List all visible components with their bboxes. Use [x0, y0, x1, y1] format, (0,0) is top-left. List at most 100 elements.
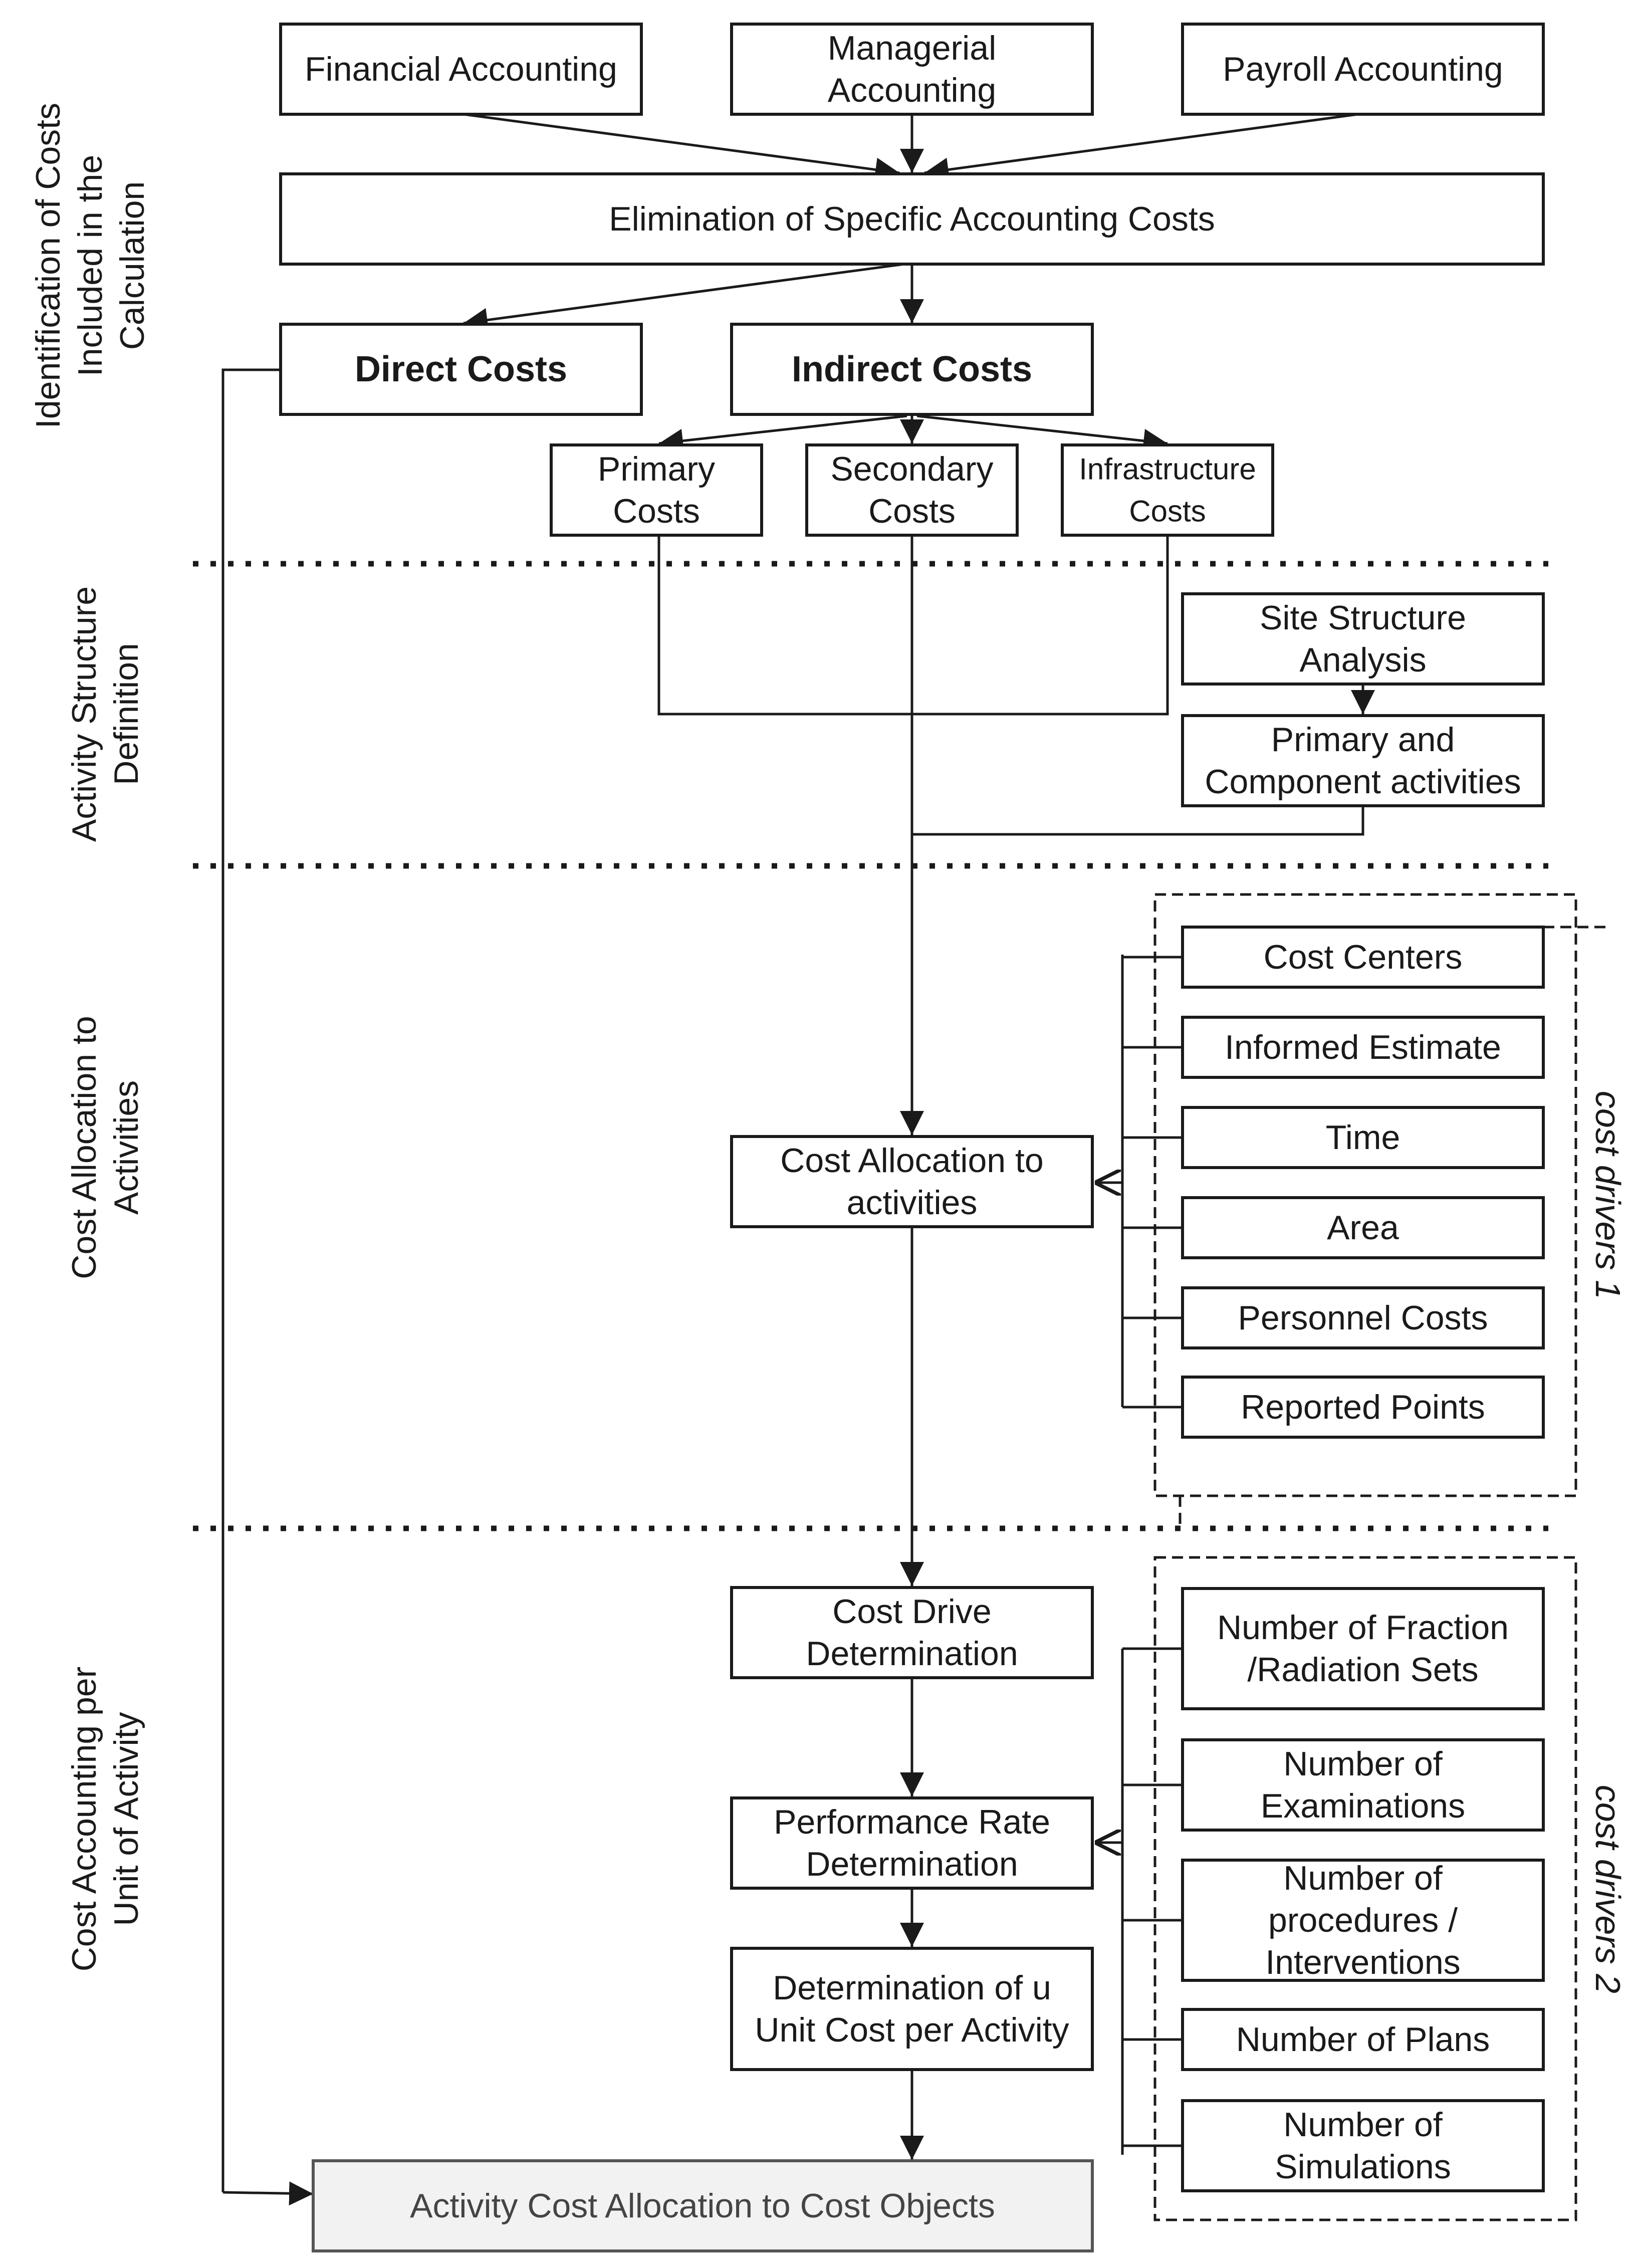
cost-driver-1-label: Informed Estimate	[1225, 1028, 1501, 1066]
text-line: Direct Costs	[355, 349, 567, 389]
text-line: Costs	[1129, 495, 1206, 528]
cost-driver-1-box	[1181, 926, 1545, 989]
secondary-costs-box	[805, 443, 1019, 537]
financial-accounting-box	[279, 23, 643, 116]
text-line: Determination	[806, 1635, 1018, 1673]
phase-label-line: Identification of Costs	[29, 103, 67, 428]
text-line: Secondary	[830, 450, 993, 488]
text-line: Activity Cost Allocation to Cost Objects	[410, 2187, 995, 2225]
text-line: Number of	[1283, 2106, 1443, 2144]
primary-component-box	[1181, 714, 1545, 807]
final-allocation-label: Activity Cost Allocation to Cost Objects	[410, 2187, 995, 2225]
text-line: procedures /	[1268, 1901, 1458, 1939]
text-line: Number of Fraction	[1217, 1609, 1509, 1647]
cost-drivers-2-list: Number of Fraction/Radiation SetsNumber …	[1122, 1587, 1545, 2192]
cost-drivers-2-group	[1153, 1556, 1577, 2221]
cost-driver-1-label: Personnel Costs	[1238, 1299, 1488, 1337]
text-line: Performance Rate	[774, 1803, 1050, 1841]
cost-driver-1-box	[1181, 1376, 1545, 1439]
connector-payroll	[924, 113, 1358, 182]
cost-driver-1-label: Reported Points	[1241, 1388, 1485, 1426]
text-line: Cost Centers	[1264, 938, 1463, 976]
text-line: Time	[1326, 1118, 1401, 1157]
elimination-label: Elimination of Specific Accounting Costs	[609, 200, 1215, 238]
text-line: /Radiation Sets	[1247, 1651, 1478, 1689]
direct-costs-label: Direct Costs	[355, 349, 567, 389]
cost-drive-determination-box	[730, 1586, 1094, 1679]
cost-driver-2-box	[1181, 1587, 1545, 1710]
unit-cost-box	[730, 1947, 1094, 2071]
cost-driver-1-box	[1181, 1286, 1545, 1349]
text-line: Elimination of Specific Accounting Costs	[609, 200, 1215, 238]
connector-direct-to-final	[221, 368, 281, 2192]
text-line: Personnel Costs	[1238, 1299, 1488, 1337]
text-line: Infrastructure	[1079, 452, 1256, 486]
phase-label-line: Definition	[107, 643, 145, 785]
text-line: Costs	[868, 492, 956, 530]
text-line: Accounting	[828, 71, 996, 109]
text-line: Informed Estimate	[1225, 1028, 1501, 1066]
phase-label-line: Included in the	[71, 155, 109, 376]
cost-driver-1-label: Area	[1327, 1209, 1399, 1247]
connector-component-activities	[912, 806, 1364, 836]
cost-driver-2-label: Number of procedures / Interventions	[1265, 1859, 1460, 1981]
phase-label-line: Unit of Activity	[107, 1712, 145, 1926]
infrastructure-costs-box	[1061, 443, 1274, 537]
text-line: Site Structure	[1260, 599, 1466, 637]
cost-drivers-1-label: cost drivers 1	[1588, 1091, 1627, 1299]
text-line: Number of Plans	[1236, 2020, 1490, 2059]
text-line: Area	[1327, 1209, 1399, 1247]
text-line: Number of	[1283, 1859, 1443, 1897]
phase-label-line: Cost Allocation to	[65, 1016, 103, 1279]
cost-driver-2-box	[1181, 2008, 1545, 2071]
cost-allocation-activities-box	[730, 1135, 1094, 1228]
text-line: Reported Points	[1241, 1388, 1485, 1426]
connector-to-infrastructure	[916, 414, 1168, 453]
site-structure-box	[1181, 592, 1545, 686]
text-line: Interventions	[1265, 1943, 1460, 1981]
cost-drivers-1-group	[1153, 893, 1577, 1497]
cost-driver-1-label: Cost Centers	[1264, 938, 1463, 976]
primary-costs-box	[550, 443, 763, 537]
cost-driver-1-box	[1181, 1016, 1545, 1079]
cost-driver-1-box	[1181, 1106, 1545, 1169]
cost-driver-2-label: Number of Plans	[1236, 2020, 1490, 2059]
financial-accounting-label: Financial Accounting	[305, 50, 617, 88]
connector-direct-arrow	[222, 2181, 314, 2206]
cost-driver-1-label: Time	[1326, 1118, 1401, 1157]
connector-to-primary	[658, 414, 907, 453]
text-line: Examinations	[1261, 1787, 1465, 1825]
payroll-accounting-box	[1181, 23, 1545, 116]
payroll-accounting-label: Payroll Accounting	[1223, 50, 1503, 88]
text-line: Number of	[1283, 1745, 1443, 1783]
text-line: Simulations	[1275, 2148, 1451, 2186]
text-line: Payroll Accounting	[1223, 50, 1503, 88]
text-line: Costs	[613, 492, 700, 530]
text-line: activities	[847, 1184, 978, 1222]
text-line: Cost Drive	[832, 1593, 991, 1631]
text-line: Component activities	[1205, 763, 1521, 801]
text-line: Managerial	[828, 29, 996, 67]
cost-driver-2-label: Number of Examinations	[1261, 1745, 1465, 1825]
text-line: Unit Cost per Activity	[755, 2011, 1069, 2049]
phase-label-line: Activities	[107, 1080, 145, 1215]
text-line: Analysis	[1299, 641, 1426, 679]
cost-driver-1-box	[1181, 1196, 1545, 1259]
final-allocation-box	[312, 2159, 1094, 2252]
